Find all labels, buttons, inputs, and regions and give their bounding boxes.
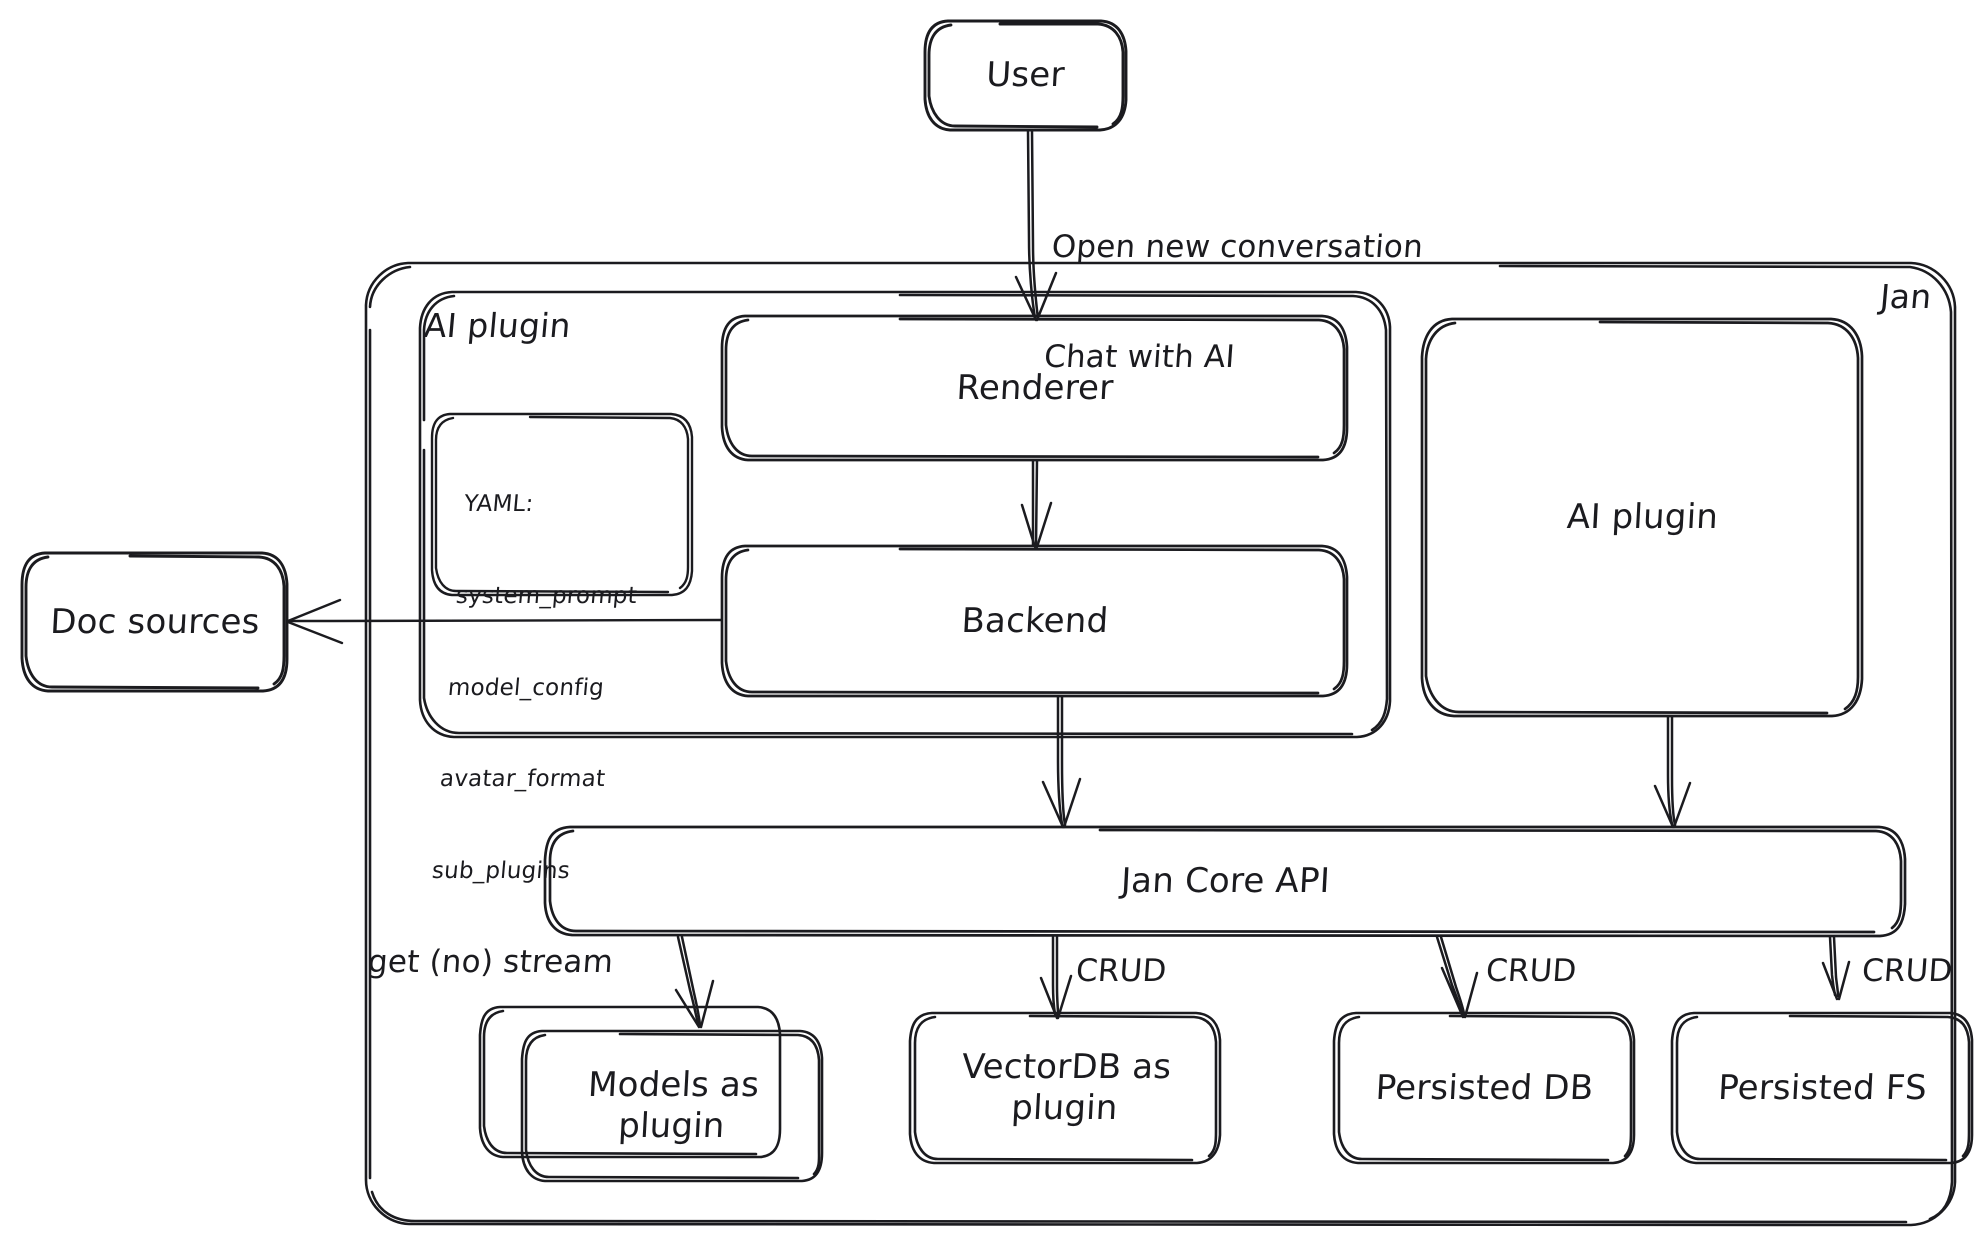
edge-label-crud-vectordb: CRUD: [1074, 953, 1168, 989]
ai-plugin-group-shape: [418, 290, 1392, 739]
jan-container-label: Jan: [1878, 277, 1934, 316]
edge-label-get-no-stream: get (no) stream: [366, 944, 615, 980]
models-plugin-line-2: plugin: [617, 1106, 726, 1146]
node-persisted-db[interactable]: Persisted DB: [1374, 1067, 1595, 1108]
edge-core-to-models: [674, 935, 715, 1029]
ai-plugin-group-label: AI plugin: [422, 306, 573, 345]
vectordb-plugin-line-1: VectorDB as: [960, 1046, 1173, 1087]
edge-backend-to-core: [1041, 695, 1082, 829]
vectordb-plugin-box-shape: [908, 1011, 1222, 1165]
edge-user-to-renderer: [1014, 129, 1058, 322]
edge-core-to-persisted-fs: [1821, 935, 1851, 1001]
edge-label-crud-persisted-fs: CRUD: [1860, 953, 1954, 989]
node-persisted-fs[interactable]: Persisted FS: [1717, 1067, 1928, 1108]
node-renderer[interactable]: Renderer: [955, 367, 1115, 408]
node-user[interactable]: User: [985, 54, 1066, 95]
yaml-card-shape: [430, 412, 694, 597]
edge-core-to-persisted-db: [1435, 935, 1479, 1019]
yaml-title: YAML:: [462, 491, 535, 518]
edge-label-line-1: Open new conversation: [1050, 229, 1425, 266]
vectordb-plugin-line-2: plugin: [1010, 1088, 1119, 1128]
doc-sources-box-shape: [20, 551, 289, 693]
models-plugin-line-1: Models as: [587, 1064, 761, 1105]
node-backend[interactable]: Backend: [960, 600, 1110, 641]
node-ai-plugin-right[interactable]: AI plugin: [1565, 497, 1720, 538]
models-plugin-box-shape: [520, 1029, 824, 1183]
node-vectordb-as-plugin[interactable]: VectorDB as plugin: [906, 1012, 1225, 1164]
edge-core-to-vectordb: [1039, 935, 1073, 1020]
models-plugin-back-shape: [478, 1005, 782, 1159]
node-models-as-plugin[interactable]: Models as plugin: [518, 1030, 827, 1182]
backend-box-shape: [720, 544, 1349, 698]
edge-renderer-to-backend: [1020, 459, 1053, 549]
yaml-line-system-prompt: system_prompt: [454, 582, 639, 609]
ai-plugin-right-box-shape: [1420, 317, 1864, 718]
node-jan-core-api[interactable]: Jan Core API: [1119, 860, 1332, 901]
node-doc-sources[interactable]: Doc sources: [49, 601, 261, 642]
edge-backend-to-doc-sources: [286, 598, 723, 645]
persisted-fs-box-shape: [1670, 1011, 1974, 1165]
yaml-line-model-config: model_config: [446, 674, 606, 701]
edge-label-crud-persisted-db: CRUD: [1484, 953, 1578, 989]
user-box-shape: [923, 19, 1128, 132]
edge-aiplugin-to-core: [1653, 715, 1692, 829]
yaml-line-avatar-format: avatar_format: [438, 766, 607, 793]
renderer-box-shape: [720, 314, 1349, 462]
persisted-db-box-shape: [1332, 1011, 1636, 1165]
jan-container-shape: [364, 261, 1957, 1227]
jan-core-api-box-shape: [543, 825, 1907, 938]
